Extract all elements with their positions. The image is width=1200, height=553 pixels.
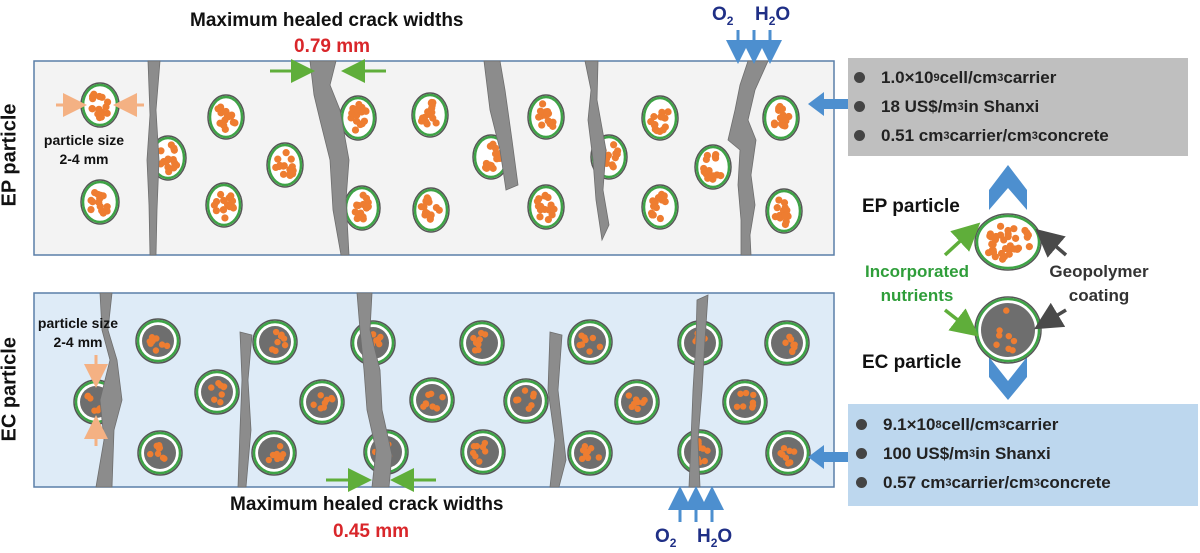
ep-particle [527,184,565,230]
ec-particle [765,430,811,476]
ec-o2-label: O2 [655,526,677,550]
nutrients-arrow-ec [943,308,980,337]
ec-particle-size-label: particle size 2-4 mm [37,315,119,350]
ep-particle [411,92,449,138]
ec-particle [135,318,181,364]
ep-particle-size-label: particle size 2-4 mm [43,132,125,167]
ep-particle [641,95,679,141]
ep-particle [974,213,1042,271]
ec-info-panel-bg [848,404,1198,506]
ep-particle [343,185,381,231]
ep-info-panel-bg [848,58,1188,156]
ec-panel-pointer-arrow [808,445,848,469]
ec-crack-1 [95,292,123,488]
ec-crack-4 [547,331,567,488]
ep-particle [412,187,450,233]
ep-crack-3 [483,60,519,191]
ep-particle [80,82,120,128]
ec-particle [252,319,298,365]
legend-nutrients-label: Incorporated nutrients [865,262,969,305]
ec-particle [299,379,345,425]
ep-side-label: EP particle [0,103,21,207]
ep-crack-5 [727,60,769,256]
bullet-icon [854,101,865,112]
ec-cracks [95,292,709,488]
ec-particle [194,369,240,415]
coating-arrow-ep [1035,228,1068,258]
ec-crack-2 [237,331,253,488]
ep-o2-h2o-arrows [726,30,782,64]
ec-particle [409,377,455,423]
ec-particle [460,429,506,475]
legend-ep-particle [974,213,1042,271]
ep-particle [207,94,245,140]
ep-cracks [146,60,769,256]
ec-particle [974,296,1042,364]
ep-particle [641,184,679,230]
legend-ec-particle [974,296,1042,364]
ec-chevron-down [989,357,1027,400]
ec-crack-3 [356,292,393,488]
ec-side-label: EC particle [0,337,21,442]
ec-particle [567,430,613,476]
ec-particle [677,429,723,475]
bullet-icon [856,419,867,430]
ec-o2-h2o-arrows [668,486,724,522]
ec-particle [251,430,297,476]
legend-coating-label: Geopolymer coating [1049,262,1149,305]
ec-h2o-label: H2O [697,526,733,550]
bullet-icon [854,72,865,83]
ec-crack-width-value: 0.45 mm [333,521,410,542]
ep-panel-pointer-arrow [808,92,848,116]
legend-ep-label: EP particle [862,196,960,217]
ep-particle [205,182,243,228]
ec-particle [137,430,183,476]
ep-particle [339,95,377,141]
nutrients-arrow-ep [943,222,981,257]
ep-particle [266,142,304,188]
ep-o2-label: O2 [712,4,734,28]
ec-particle [503,378,549,424]
ep-crack-2 [309,60,350,256]
ep-h2o-label: H2O [755,4,791,28]
bullet-icon [856,477,867,488]
ep-particle [527,94,565,140]
ep-particle [149,135,187,181]
ec-particle [764,320,810,366]
ep-crack-width-value: 0.79 mm [294,36,371,57]
ep-crack-4 [584,60,610,242]
ec-particle [459,320,505,366]
ec-particle [722,379,768,425]
ec-particle [567,319,613,365]
coating-arrow-ec [1033,302,1067,330]
ec-crack-width-title: Maximum healed crack widths [230,494,504,515]
ep-particle [765,188,803,234]
bullet-icon [856,448,867,459]
ep-particle [762,95,800,141]
ep-crack-1 [146,60,161,256]
ep-particle [80,179,120,225]
ep-particle [694,144,732,190]
bullet-icon [854,130,865,141]
ep-chevron-up [989,165,1027,210]
ec-particle [614,379,660,425]
legend-ec-label: EC particle [862,352,962,373]
ep-crack-width-title: Maximum healed crack widths [190,10,464,31]
